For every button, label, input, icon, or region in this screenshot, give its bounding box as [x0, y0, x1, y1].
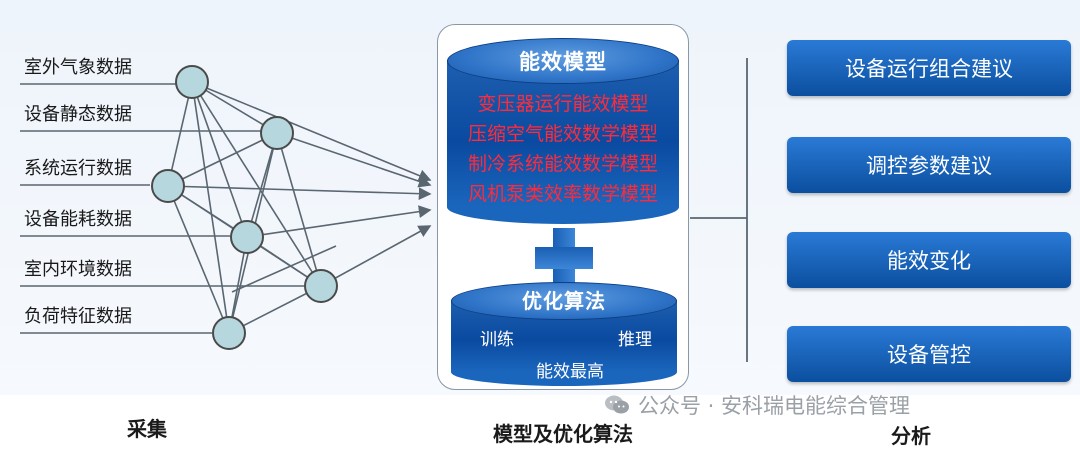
- section-label-analysis: 分析: [891, 424, 931, 448]
- energy-model-item: 变压器运行能效模型: [477, 93, 649, 115]
- energy-model-item: 压缩空气能效数学模型: [467, 123, 658, 145]
- network-node: [212, 316, 246, 350]
- output-equipment-combination: 设备运行组合建议: [787, 40, 1071, 96]
- input-label-equipment-energy: 设备能耗数据: [24, 209, 132, 230]
- input-label-indoor-environment: 室内环境数据: [24, 259, 132, 280]
- plus-icon: [535, 247, 593, 269]
- input-label-load-characteristics: 负荷特征数据: [24, 306, 132, 327]
- energy-model-cylinder: [447, 60, 679, 207]
- section-label-collect: 采集: [127, 417, 167, 441]
- watermark-text: 公众号 · 安科瑞电能综合管理: [638, 394, 911, 418]
- input-label-outdoor-weather: 室外气象数据: [24, 57, 132, 78]
- output-control-parameters: 调控参数建议: [787, 137, 1071, 193]
- network-node: [175, 65, 209, 99]
- algorithm-title: 优化算法: [522, 289, 606, 313]
- network-node: [230, 220, 264, 254]
- watermark: 公众号 · 安科瑞电能综合管理: [604, 390, 910, 420]
- algorithm-cylinder-top: [451, 282, 677, 320]
- output-energy-change: 能效变化: [787, 232, 1071, 288]
- network-node: [304, 269, 338, 303]
- input-label-system-operation: 系统运行数据: [24, 158, 132, 179]
- input-label-equipment-static: 设备静态数据: [24, 104, 132, 125]
- energy-model-item: 风机泵类效率数学模型: [467, 183, 658, 205]
- wechat-icon: [604, 394, 630, 416]
- section-label-model: 模型及优化算法: [493, 422, 633, 446]
- algorithm-train-label: 训练: [480, 330, 514, 350]
- network-node: [260, 116, 294, 150]
- energy-model-title: 能效模型: [519, 50, 607, 74]
- network-node: [151, 169, 185, 203]
- energy-model-cylinder-top: [447, 38, 679, 84]
- algorithm-infer-label: 推理: [618, 330, 652, 350]
- algorithm-goal-label: 能效最高: [536, 362, 604, 382]
- energy-model-item: 制冷系统能效数学模型: [467, 153, 658, 175]
- output-equipment-control: 设备管控: [787, 326, 1071, 382]
